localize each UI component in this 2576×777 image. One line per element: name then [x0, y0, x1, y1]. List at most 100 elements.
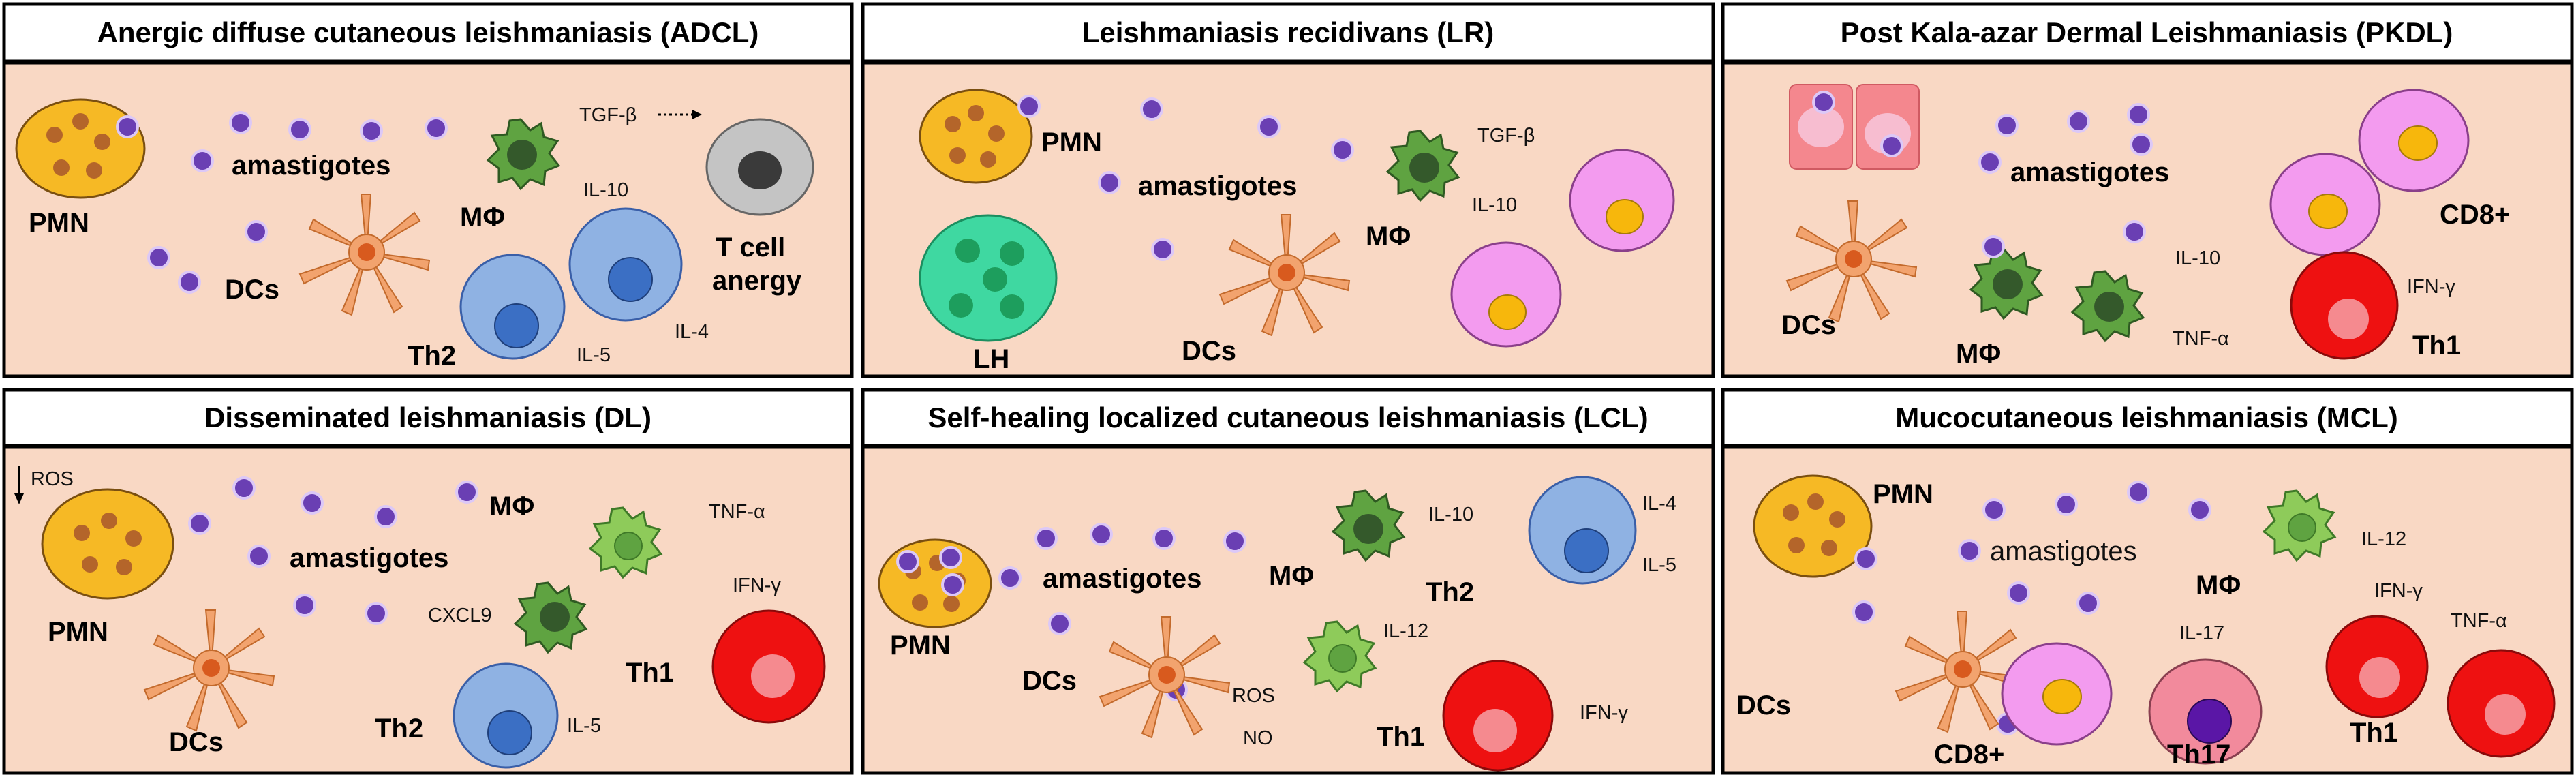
- label-tnf: TNF-α: [709, 501, 765, 523]
- macrophage-cell-b: [2071, 270, 2145, 342]
- label-il10: IL-10: [1472, 194, 1517, 216]
- macrophage-cell-light: [589, 506, 662, 579]
- amastigote-group: [1978, 103, 2153, 243]
- label-tgf: TGF-β: [1477, 125, 1535, 147]
- label-ifn: IFN-γ: [2374, 580, 2423, 602]
- cd8-cell-b: [2269, 153, 2381, 256]
- th1-cell-a: [2325, 615, 2429, 718]
- label-cd8: CD8+: [2440, 200, 2510, 230]
- label-mphi: MΦ: [1366, 222, 1411, 252]
- cd8-cell: [2001, 642, 2113, 746]
- pmn-cell: [1753, 474, 1873, 578]
- th1-cell: [1442, 660, 1554, 772]
- label-tnf: TNF-α: [2451, 610, 2507, 632]
- macrophage-cell-light: [1303, 620, 1377, 692]
- amastigote-group: [1852, 481, 2211, 735]
- cd8-cell-a: [1569, 149, 1675, 252]
- panel-title: Anergic diffuse cutaneous leishmaniasis …: [97, 16, 759, 48]
- label-th1: Th1: [1377, 722, 1425, 752]
- label-tnf: TNF-α: [2173, 328, 2229, 350]
- panel-body: [2, 61, 854, 378]
- panel-title-box: [2, 2, 854, 63]
- label-ros: ROS: [31, 468, 74, 490]
- macrophage-cell: [1386, 130, 1460, 202]
- infected-cell-pair: [1789, 84, 1920, 170]
- label-ifn: IFN-γ: [1580, 702, 1628, 724]
- th2-cell: [453, 662, 559, 769]
- panel-title: Post Kala-azar Dermal Leishmaniasis (PKD…: [1841, 16, 2453, 48]
- label-th2: Th2: [375, 714, 423, 744]
- label-amastigotes: amastigotes: [1043, 564, 1201, 594]
- label-il5: IL-5: [1642, 554, 1676, 576]
- label-dcs: DCs: [1736, 690, 1791, 720]
- panel-title: Leishmaniasis recidivans (LR): [1082, 16, 1494, 48]
- label-il10: IL-10: [583, 179, 628, 201]
- pmn-cell: [919, 89, 1033, 184]
- tcell-anergy-cell: [705, 118, 814, 216]
- label-cxcl9: CXCL9: [428, 605, 492, 626]
- label-cd8: CD8+: [1934, 740, 2004, 770]
- panel-title-box: [861, 2, 1715, 63]
- th1-cell: [711, 609, 826, 724]
- label-pmn: PMN: [890, 630, 951, 660]
- label-pmn: PMN: [48, 617, 108, 647]
- macrophage-cell-light: [2263, 489, 2336, 562]
- label-no: NO: [1243, 727, 1273, 749]
- panel-title-box: [861, 388, 1715, 448]
- label-amastigotes: amastigotes: [1138, 171, 1297, 201]
- panel-dl: Disseminated leishmaniasis (DL): [2, 388, 854, 775]
- macrophage-cell: [487, 118, 560, 190]
- label-dcs: DCs: [225, 275, 279, 305]
- label-th1: Th1: [626, 658, 674, 688]
- label-th17: Th17: [2167, 740, 2230, 770]
- dendritic-cell: [299, 194, 430, 316]
- dendritic-cell: [1895, 611, 2026, 733]
- label-mphi: MΦ: [2196, 570, 2241, 600]
- label-pmn: PMN: [29, 208, 89, 238]
- lh-cell: [919, 214, 1058, 342]
- panel-title: Mucocutaneous leishmaniasis (MCL): [1895, 401, 2397, 433]
- label-il4: IL-4: [675, 321, 709, 343]
- th2-cell-b: [459, 254, 566, 360]
- th17-cell: [2148, 658, 2263, 765]
- label-amastigotes: amastigotes: [290, 543, 448, 573]
- label-pmn: PMN: [1041, 127, 1102, 157]
- th2-cell: [1528, 476, 1637, 585]
- panel-title: Self-healing localized cutaneous leishma…: [927, 401, 1648, 433]
- label-th1: Th1: [2350, 718, 2398, 748]
- pmn-cell: [41, 488, 174, 600]
- label-il12: IL-12: [2361, 528, 2406, 550]
- label-amastigotes: amastigotes: [2010, 157, 2169, 187]
- label-pmn: PMN: [1873, 479, 1933, 509]
- pmn-cell: [15, 98, 146, 199]
- label-il10: IL-10: [2175, 247, 2220, 269]
- macrophage-cell: [1332, 489, 1405, 562]
- amastigote: [1982, 235, 2005, 258]
- pmn-cell: [878, 538, 992, 628]
- label-il5: IL-5: [567, 715, 601, 737]
- label-th1: Th1: [2412, 331, 2461, 361]
- amastigote-group: [188, 476, 478, 625]
- macrophage-cell-a: [1969, 247, 2043, 320]
- label-amastigotes: amastigotes: [1990, 536, 2137, 566]
- label-tgf: TGF-β: [579, 104, 637, 126]
- panel-adcl: Anergic diffuse cutaneous leishmaniasis …: [2, 2, 854, 378]
- label-ifn: IFN-γ: [2407, 276, 2455, 298]
- label-il10: IL-10: [1428, 504, 1473, 525]
- panel-title-box: [2, 388, 854, 448]
- macrophage-cell: [514, 581, 587, 654]
- cd8-cell-b: [1450, 241, 1562, 348]
- label-il4: IL-4: [1642, 493, 1676, 515]
- label-mphi: MΦ: [460, 202, 505, 232]
- dendritic-cell: [144, 609, 275, 731]
- label-th2: Th2: [408, 341, 456, 371]
- label-il17: IL-17: [2179, 622, 2224, 644]
- label-dcs: DCs: [1022, 666, 1077, 696]
- label-dcs: DCs: [169, 727, 224, 757]
- label-dcs: DCs: [1182, 336, 1236, 366]
- label-th2: Th2: [1426, 577, 1474, 607]
- label-ros: ROS: [1232, 685, 1275, 707]
- panel-lcl: Self-healing localized cutaneous leishma…: [861, 388, 1715, 775]
- label-il5: IL-5: [577, 344, 611, 366]
